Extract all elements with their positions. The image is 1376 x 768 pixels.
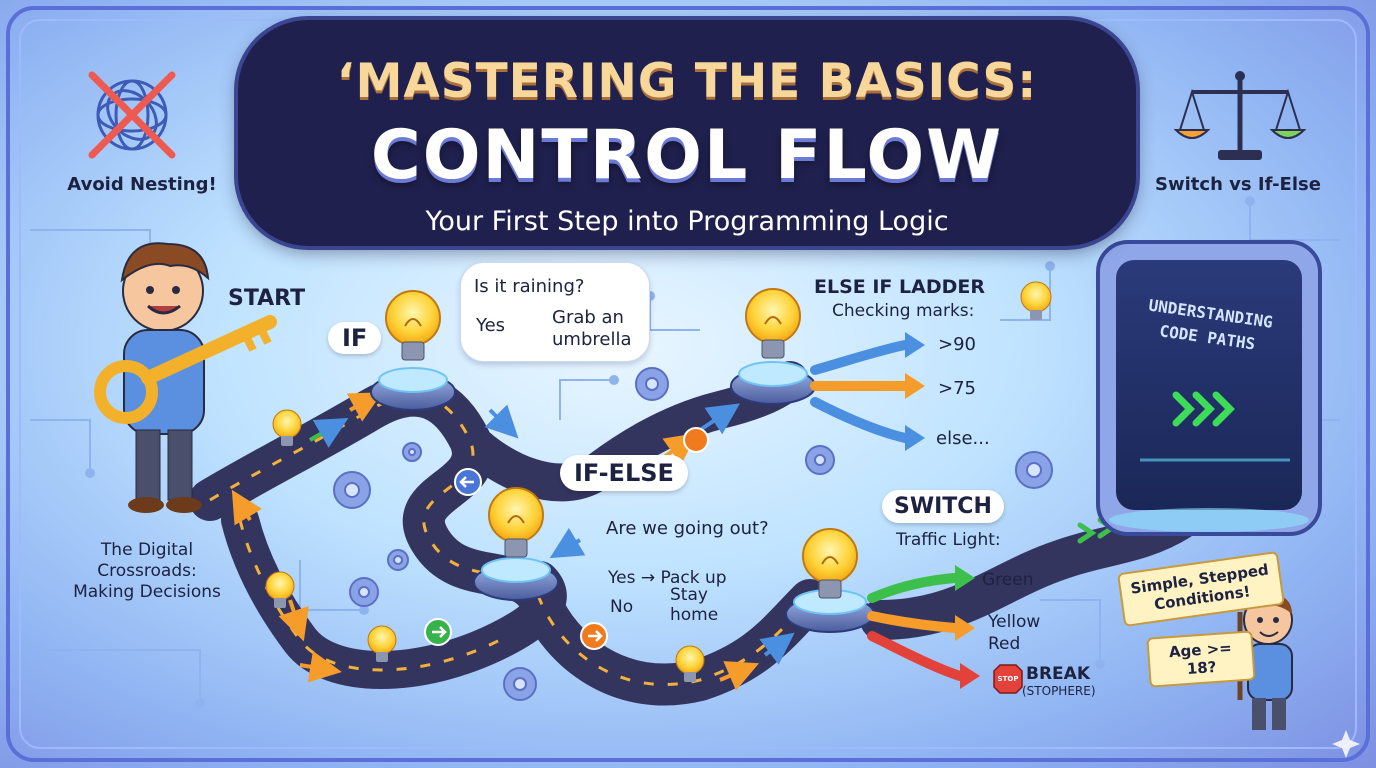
if-else-no-action-line-1: Stay [670,585,708,605]
if-else-yes: Yes → Pack up [608,568,727,588]
sparkle-icon [1332,730,1360,758]
decision-pods [370,361,875,633]
else-if-branch-2: >75 [938,378,976,399]
else-if-branch-1: >90 [938,334,976,355]
if-else-label: IF-ELSE [560,455,688,491]
if-else-no-action: Stay home [670,585,718,625]
no-tangle-icon [88,71,176,159]
switch-case-3: Red [988,634,1021,654]
start-label: START [228,286,306,311]
bulbs-large [385,288,858,599]
screen-chevrons [1172,391,1235,427]
if-action-line-1: Grab an [552,307,624,328]
balance-scale-icon [1173,71,1307,160]
else-if-branch-3: else... [936,428,990,449]
else-if-subtitle: Checking marks: [832,301,975,321]
crossroads-line-3: Making Decisions [73,582,221,602]
switch-case-1: Green [982,570,1034,590]
crossroads-line-1: The Digital [100,540,194,560]
if-else-no-action-line-2: home [670,605,719,625]
else-if-arrows [810,340,910,443]
stop-sign-text: STOP [997,675,1019,683]
else-if-arrowheads [905,332,925,451]
bulbs-small [265,281,1052,682]
if-yes: Yes [476,315,506,336]
road-to-screen [860,500,1200,640]
switch-label: SWITCH [882,490,1004,523]
break-note: (STOPHERE) [1022,684,1096,698]
if-label: IF [328,322,382,354]
corner-label-left: Avoid Nesting! [67,174,217,195]
age-sign: Age >= 18? [1146,630,1256,688]
if-else-no: No [610,597,634,617]
if-else-question: Are we going out? [606,518,769,539]
code-screen [1096,240,1322,536]
outer-frame [6,6,1370,762]
switch-case-2: Yellow [988,612,1041,632]
title-line-1: ‘MASTERING THE BASICS: [336,54,1038,109]
else-if-label: ELSE IF LADDER [814,276,985,298]
if-question: Is it raining? [474,276,585,297]
switch-subtitle: Traffic Light: [896,530,1001,550]
crossroads-line-2: Crossroads: [97,561,197,581]
corner-label-right: Switch vs If-Else [1155,174,1321,195]
title-banner: ‘MASTERING THE BASICS: CONTROL FLOW Your… [238,20,1136,246]
road-markers [424,427,709,650]
switch-arrowheads [955,565,980,689]
stop-sign-icon [993,664,1023,694]
character-with-key [94,242,277,513]
crossroads-caption: The Digital Crossroads: Making Decisions [62,540,232,603]
if-speech-bubble [460,262,650,362]
gears [333,367,1053,701]
page-title: CONTROL FLOW [370,116,1004,195]
if-action: Grab an umbrella [552,307,631,351]
break-label: BREAK [1026,664,1090,684]
switch-arrows [867,573,965,681]
page-subtitle: Your First Step into Programming Logic [425,206,949,237]
if-action-line-2: umbrella [552,329,632,350]
